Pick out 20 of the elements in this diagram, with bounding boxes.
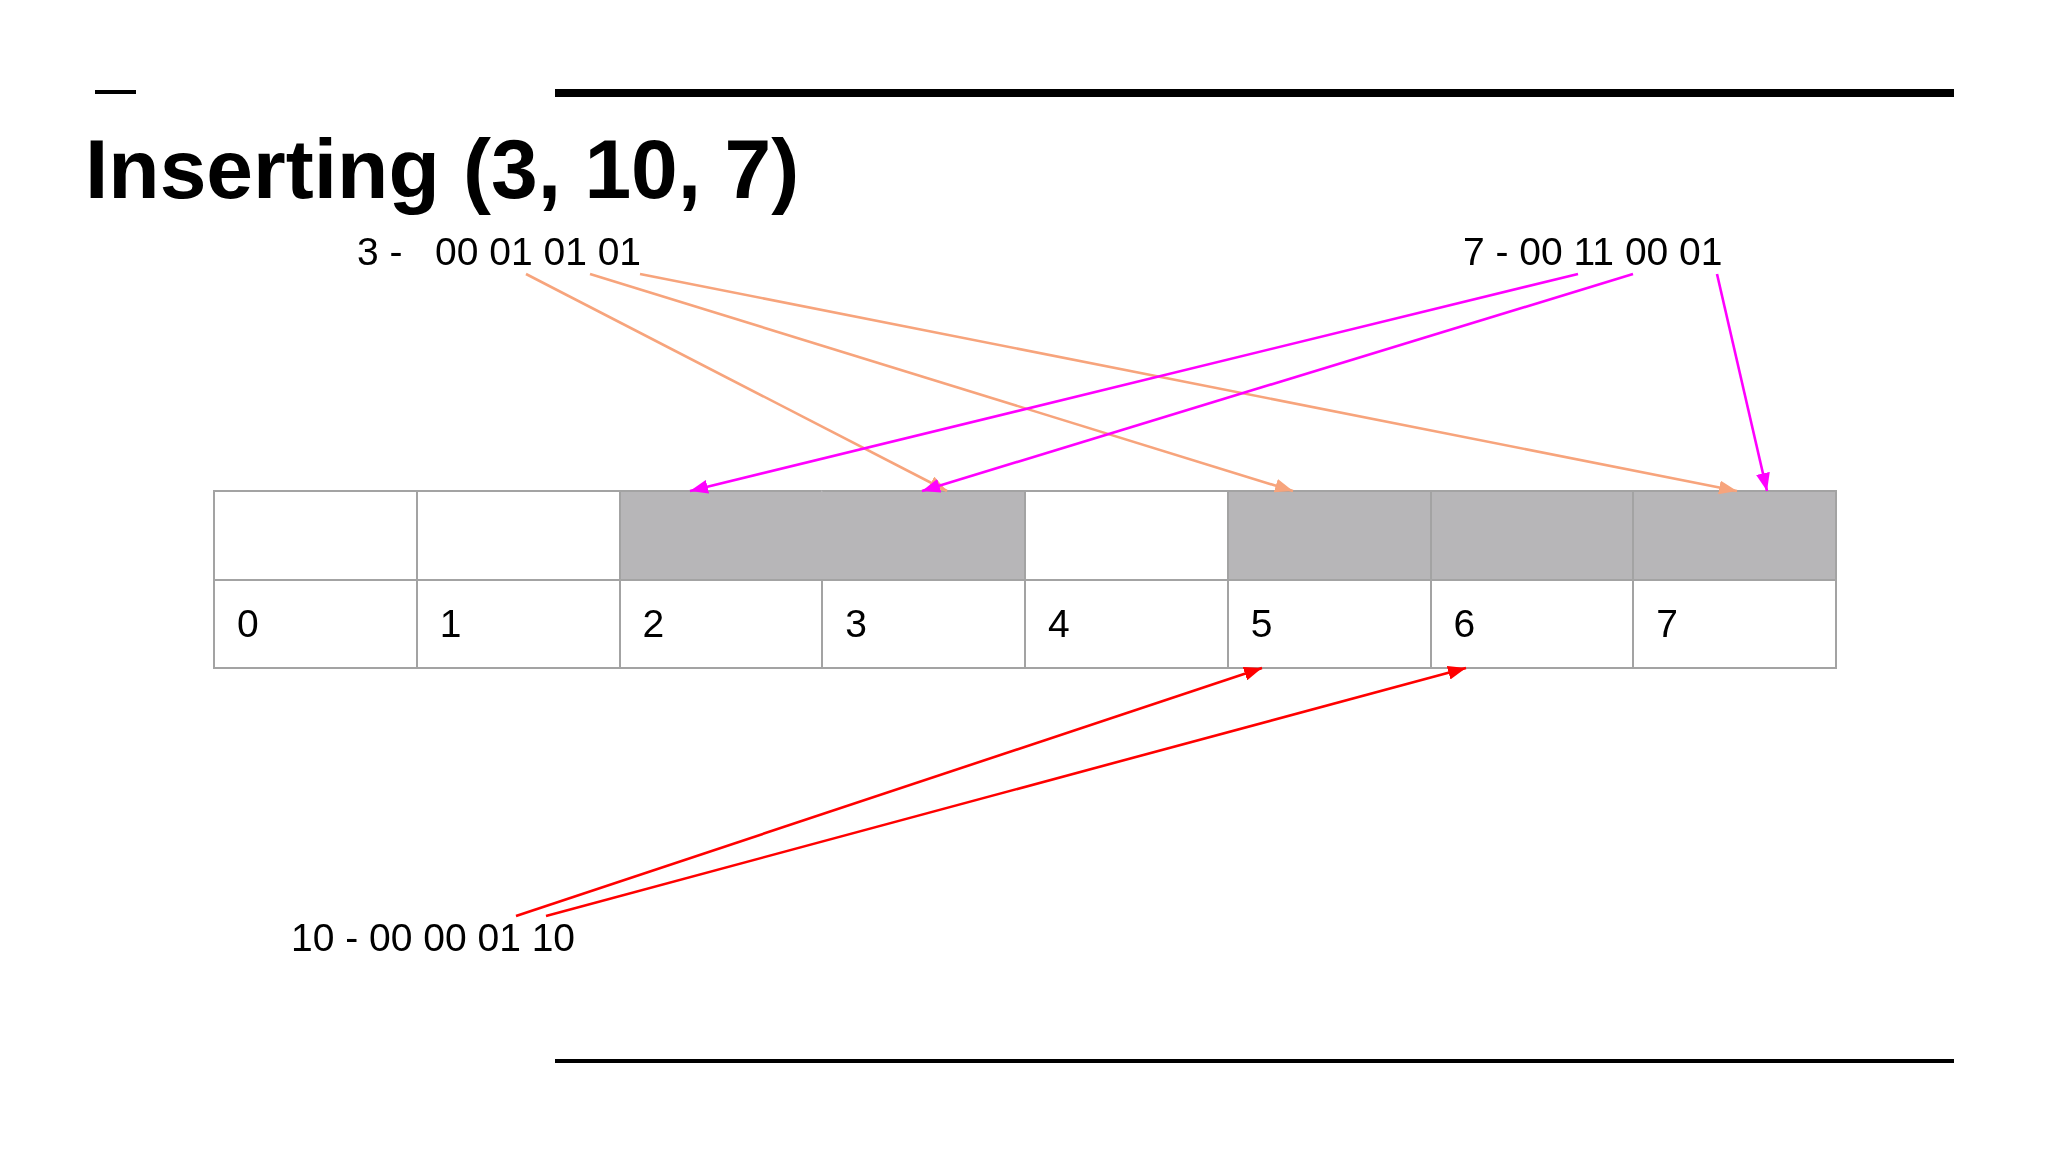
bit-cell <box>821 490 1026 581</box>
key-hash-label: 7 - 00 11 00 01 <box>1463 229 1723 275</box>
bit-cell <box>1429 490 1635 581</box>
key-hash-label: 3 - 00 01 01 01 <box>357 229 642 275</box>
arrow <box>921 272 1634 494</box>
bit-cell <box>1226 490 1432 581</box>
arrow <box>639 272 1738 496</box>
arrow <box>1715 273 1771 492</box>
arrow <box>589 272 1294 494</box>
bit-cell <box>618 490 824 581</box>
index-cell: 0 <box>213 579 418 669</box>
arrow <box>525 272 948 493</box>
arrow <box>545 664 1467 918</box>
arrow <box>689 272 1579 495</box>
index-cell: 7 <box>1632 579 1837 669</box>
bit-cell <box>1632 490 1837 581</box>
key-hash-label: 10 - 00 00 01 10 <box>291 915 576 961</box>
slide-title: Inserting (3, 10, 7) <box>85 121 800 218</box>
bit-cell <box>213 490 418 581</box>
arrow <box>515 665 1263 918</box>
